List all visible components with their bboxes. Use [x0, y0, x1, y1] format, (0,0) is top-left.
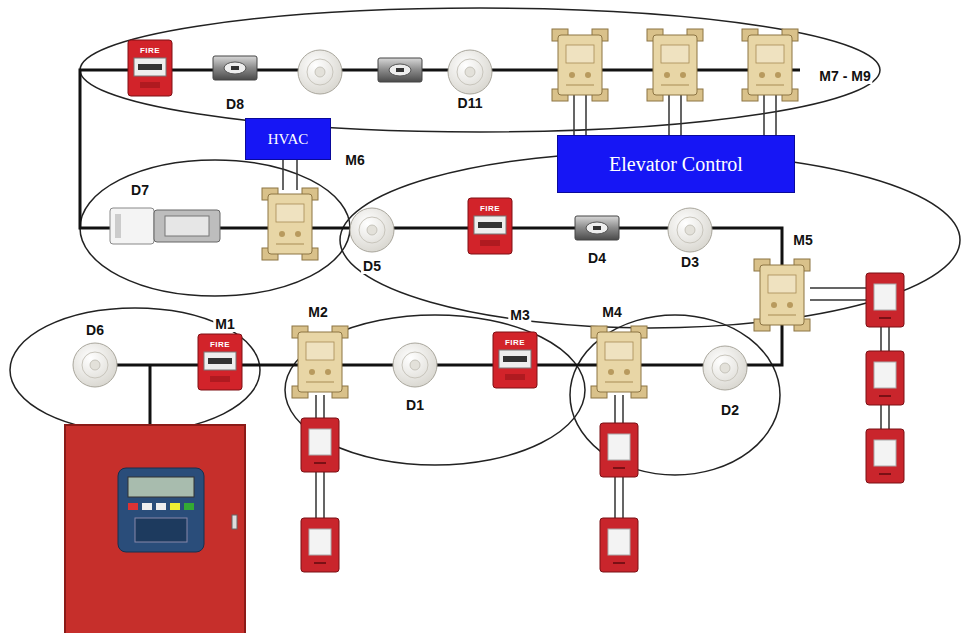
box-label: Elevator Control: [609, 153, 743, 176]
control-panel: [65, 425, 245, 633]
device-tag: M1: [213, 316, 236, 332]
device-icons: [73, 29, 904, 572]
device-tag: D2: [719, 402, 741, 418]
device-marking: FIRE: [505, 338, 525, 347]
device-tag: M2: [306, 304, 329, 320]
device-tag: D1: [404, 397, 426, 413]
device-tag: D7: [129, 182, 151, 198]
device-tag: M4: [600, 304, 623, 320]
device-tag: M3: [508, 307, 531, 323]
device-tag: D3: [679, 254, 701, 270]
device-tag: D8: [224, 96, 246, 112]
loop-wire: [80, 70, 800, 425]
device-marking: FIRE: [140, 46, 160, 55]
device-tag: D11: [456, 95, 485, 111]
device-tag: D5: [361, 258, 383, 274]
equipment-box: Elevator Control: [557, 135, 795, 193]
device-tag: M5: [791, 232, 814, 248]
equipment-box: HVAC: [245, 118, 331, 160]
box-label: HVAC: [268, 131, 309, 148]
control-wire: [283, 95, 889, 518]
device-marking: FIRE: [480, 204, 500, 213]
device-tag: D6: [84, 322, 106, 338]
device-tag: M6: [343, 152, 366, 168]
device-tag: D4: [586, 250, 608, 266]
device-marking: FIRE: [210, 340, 230, 349]
zone-outline: [10, 8, 960, 475]
device-tag: M7 - M9: [817, 68, 872, 84]
